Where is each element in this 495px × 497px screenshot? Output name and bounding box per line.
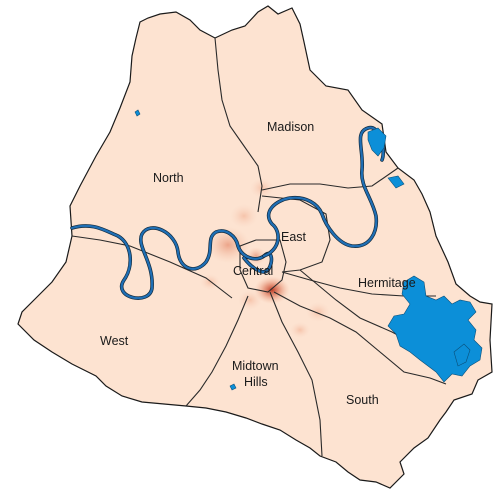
heat-spot	[306, 302, 330, 322]
label-north: North	[153, 171, 184, 185]
label-central: Central	[233, 264, 273, 278]
district-boundaries	[71, 37, 447, 457]
label-midtown: Midtown	[232, 359, 279, 373]
county-boundary	[17, 5, 493, 489]
lake-arm	[453, 343, 471, 367]
pond	[229, 383, 237, 391]
heat-spot	[230, 204, 258, 228]
label-hermitage: Hermitage	[358, 276, 416, 290]
heat-spot	[290, 322, 310, 338]
old-hickory-lake	[367, 127, 387, 157]
label-west: West	[100, 334, 129, 348]
heat-layer	[200, 178, 330, 338]
heat-spot	[206, 227, 250, 263]
label-madison: Madison	[267, 120, 314, 134]
label-south: South	[346, 393, 379, 407]
heat-spot-core	[254, 276, 290, 304]
region-labels: North Madison East Central Hermitage Wes…	[100, 120, 416, 407]
heat-spot	[246, 247, 266, 265]
label-east: East	[281, 230, 307, 244]
river	[70, 126, 385, 300]
label-hills: Hills	[244, 375, 268, 389]
lakes	[134, 109, 483, 391]
pond	[134, 109, 141, 117]
heat-spot	[238, 290, 262, 310]
lake-sliver	[387, 175, 405, 189]
